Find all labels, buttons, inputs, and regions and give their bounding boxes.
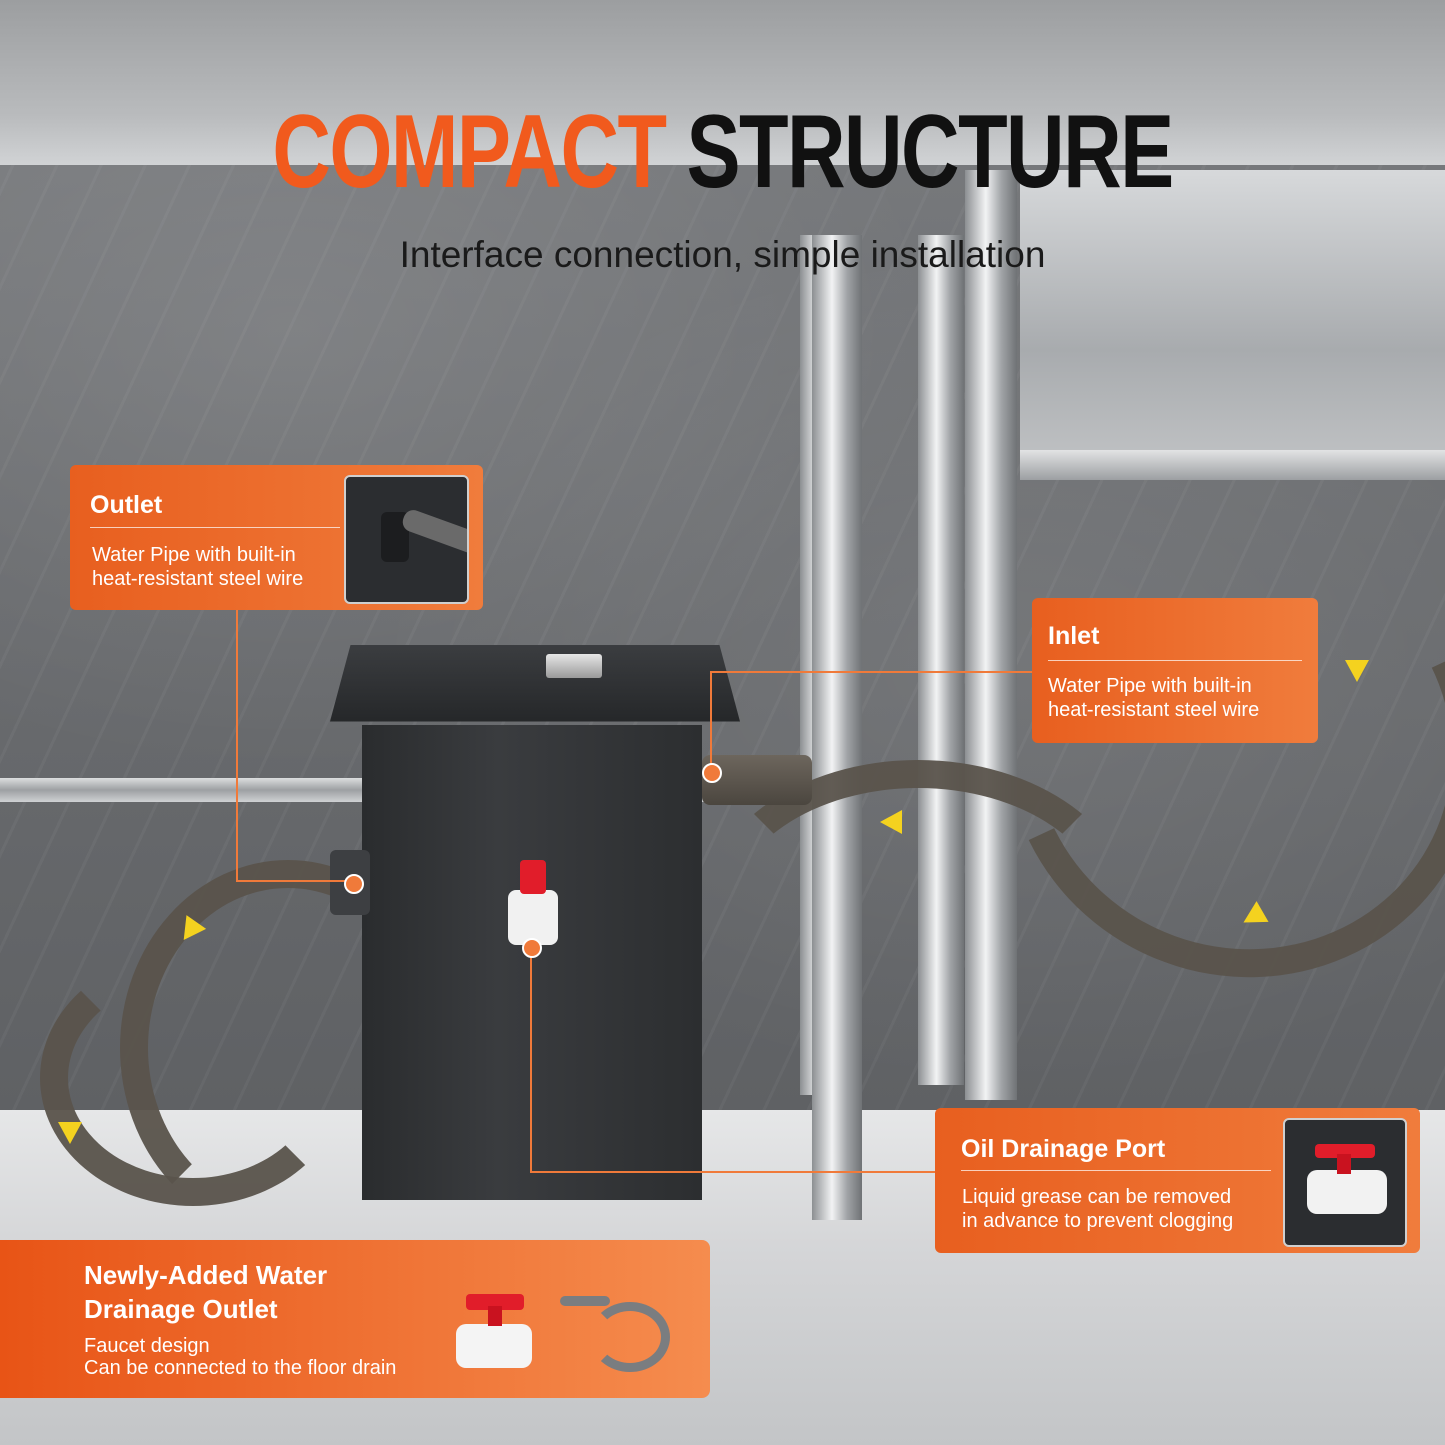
water-drain-desc-line2: Can be connected to the floor drain	[84, 1357, 397, 1379]
countertop	[0, 0, 1445, 165]
valve-handle	[520, 860, 546, 894]
sink-basin	[1020, 170, 1445, 470]
inlet-desc-line1: Water Pipe with built-in	[1048, 675, 1252, 697]
water-drain-heading-line2: Drainage Outlet	[84, 1294, 278, 1324]
flow-arrow-icon	[880, 810, 902, 834]
oil-port-desc-line1: Liquid grease can be removed	[962, 1186, 1232, 1208]
outlet-hose-loop	[40, 950, 346, 1206]
oil-port-leader-line	[530, 1171, 935, 1173]
oil-port-desc-line2: in advance to prevent clogging	[962, 1210, 1234, 1232]
grease-trap-tank	[362, 725, 702, 1200]
inlet-leader-line	[710, 671, 712, 771]
ball-valve-icon	[1283, 1118, 1407, 1247]
page-title: COMPACT STRUCTURE	[159, 100, 1286, 204]
oil-port-marker	[522, 938, 542, 958]
title-accent: COMPACT	[272, 94, 667, 210]
oil-drain-valve	[508, 890, 558, 945]
lid-latch	[546, 654, 602, 678]
flow-arrow-icon	[1345, 660, 1369, 682]
hose-connector-icon	[344, 475, 469, 604]
outlet-leader-line	[236, 880, 351, 882]
inlet-hose-segment	[700, 760, 1136, 1076]
inlet-desc-line2: heat-resistant steel wire	[1048, 699, 1260, 721]
title-rest: STRUCTURE	[686, 94, 1174, 210]
drain-hose-icon	[560, 1288, 680, 1384]
page-subtitle: Interface connection, simple installatio…	[399, 234, 1046, 275]
oil-port-leader-line	[530, 945, 532, 1172]
outlet-heading: Outlet	[90, 491, 163, 519]
flow-arrow-icon	[58, 1122, 82, 1144]
outlet-callout: Outlet Water Pipe with built-in heat-res…	[70, 465, 483, 610]
outlet-marker	[344, 874, 364, 894]
ball-valve-icon	[452, 1288, 536, 1378]
oil-port-callout: Oil Drainage Port Liquid grease can be r…	[935, 1108, 1420, 1253]
outlet-leader-line	[236, 610, 238, 882]
oil-port-heading: Oil Drainage Port	[961, 1135, 1166, 1163]
sink-frame	[1020, 450, 1445, 480]
tank-lid	[330, 645, 740, 722]
water-drain-callout: Newly-Added Water Drainage Outlet Faucet…	[0, 1240, 710, 1398]
divider	[1048, 660, 1302, 661]
outlet-desc-line1: Water Pipe with built-in	[92, 544, 296, 566]
inlet-heading: Inlet	[1048, 622, 1100, 650]
water-drain-heading-line1: Newly-Added Water	[84, 1260, 328, 1290]
inlet-leader-line	[710, 671, 1032, 673]
water-drain-desc-line1: Faucet design	[84, 1335, 210, 1357]
divider	[961, 1170, 1271, 1171]
outlet-desc-line2: heat-resistant steel wire	[92, 568, 304, 590]
inlet-callout: Inlet Water Pipe with built-in heat-resi…	[1032, 598, 1318, 743]
inlet-port	[702, 755, 812, 805]
table-leg	[812, 235, 862, 1220]
divider	[90, 527, 340, 528]
inlet-marker	[702, 763, 722, 783]
